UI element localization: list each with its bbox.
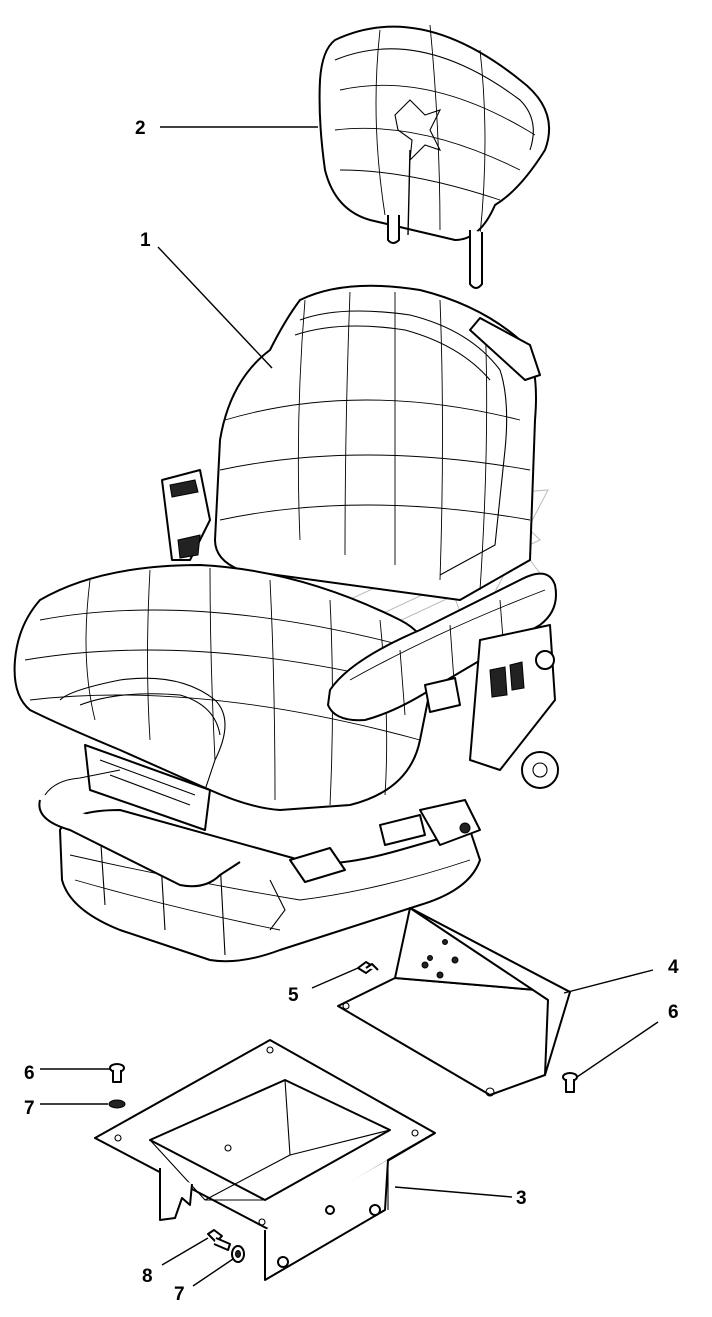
callout-3: 3 [516, 1188, 527, 1209]
callout-7-lower: 7 [174, 1284, 185, 1305]
callout-labels: 2 1 4 5 6 6 7 3 8 7 [24, 118, 679, 1305]
leader-lines [40, 126, 659, 1287]
headrest-part [318, 24, 551, 289]
callout-7-left: 7 [24, 1098, 35, 1119]
hardware-parts [108, 961, 578, 1263]
callout-4: 4 [668, 957, 679, 978]
callout-5: 5 [288, 985, 299, 1006]
mounting-plate-part [337, 907, 571, 1097]
callout-2: 2 [135, 118, 146, 139]
seat-part [13, 284, 559, 963]
callout-6-right: 6 [668, 1002, 679, 1023]
callout-8: 8 [142, 1266, 153, 1287]
base-frame-part [94, 1039, 436, 1281]
callout-6-left: 6 [24, 1063, 35, 1084]
callout-1: 1 [140, 230, 151, 251]
